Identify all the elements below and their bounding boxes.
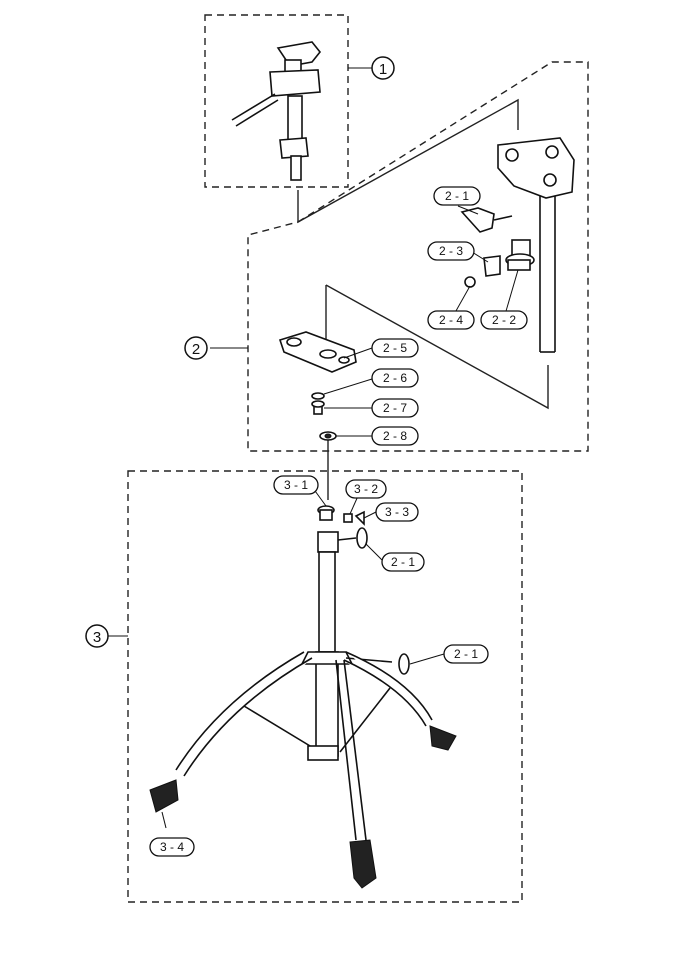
leader-2-1-top — [457, 205, 479, 215]
part-callout-2-1-low: 2 - 1 — [443, 644, 489, 664]
part-label: 2 - 1 — [445, 189, 469, 203]
part-callout-3-2: 3 - 2 — [345, 479, 387, 499]
shim — [483, 255, 501, 277]
part-callout-3-4: 3 - 4 — [149, 837, 195, 857]
part-label: 2 - 7 — [383, 401, 407, 415]
part-callout-3-1: 3 - 1 — [273, 475, 319, 495]
part-label: 2 - 1 — [391, 555, 415, 569]
leader-2-3 — [471, 251, 489, 263]
bolt — [311, 400, 325, 415]
bushing — [505, 239, 535, 271]
part-callout-2-2: 2 - 2 — [480, 310, 528, 330]
washer — [311, 392, 325, 400]
leader-2-1-mid — [365, 543, 383, 561]
part-label: 2 - 2 — [492, 313, 516, 327]
leader-2-1-low — [409, 653, 445, 665]
part-callout-3-3: 3 - 3 — [375, 502, 419, 522]
part-label: 2 - 3 — [439, 244, 463, 258]
part-label: 3 - 2 — [354, 482, 378, 496]
tilter-clamp — [231, 41, 322, 181]
part-callout-2-1-mid: 2 - 1 — [381, 552, 425, 572]
leader-3-4 — [161, 811, 167, 829]
leader-3-2 — [349, 495, 359, 515]
part-label: 2 - 8 — [383, 429, 407, 443]
part-callout-2-7: 2 - 7 — [371, 398, 419, 418]
part-label: 2 - 6 — [383, 371, 407, 385]
assembly-label: 1 — [379, 61, 387, 78]
part-callout-2-5: 2 - 5 — [371, 338, 419, 358]
leader-3-3 — [363, 511, 377, 519]
part-callout-2-1-top: 2 - 1 — [433, 186, 481, 206]
leader-2-2 — [503, 269, 519, 319]
wing-bolt — [460, 207, 513, 233]
part-label: 2 - 5 — [383, 341, 407, 355]
part-label: 2 - 4 — [439, 313, 463, 327]
leader-2-6 — [323, 378, 373, 395]
group-box-3 — [127, 470, 523, 903]
leader-2-5 — [343, 347, 373, 359]
part-label: 3 - 1 — [284, 478, 308, 492]
nut — [464, 276, 476, 288]
assembly-callout-3: 3 — [85, 624, 109, 648]
group-box-1 — [204, 14, 349, 188]
mount-bracket — [497, 137, 575, 353]
stand — [149, 505, 457, 889]
bracket-plate — [278, 331, 357, 373]
assembly-label: 3 — [93, 629, 101, 646]
part-label: 2 - 1 — [454, 647, 478, 661]
assembly-callout-1: 1 — [371, 56, 395, 80]
guide-line-rod — [325, 284, 549, 410]
part-callout-2-4: 2 - 4 — [427, 310, 475, 330]
assembly-callout-2: 2 — [184, 336, 208, 360]
group-box-2 — [247, 61, 589, 452]
part-callout-2-8: 2 - 8 — [371, 426, 419, 446]
part-callout-2-6: 2 - 6 — [371, 368, 419, 388]
part-label: 3 - 3 — [385, 505, 409, 519]
assembly-label: 2 — [192, 341, 200, 358]
guide-line-upper — [297, 98, 519, 224]
lock-nut — [319, 431, 337, 441]
part-label: 3 - 4 — [160, 840, 184, 854]
part-callout-2-3: 2 - 3 — [427, 241, 475, 261]
